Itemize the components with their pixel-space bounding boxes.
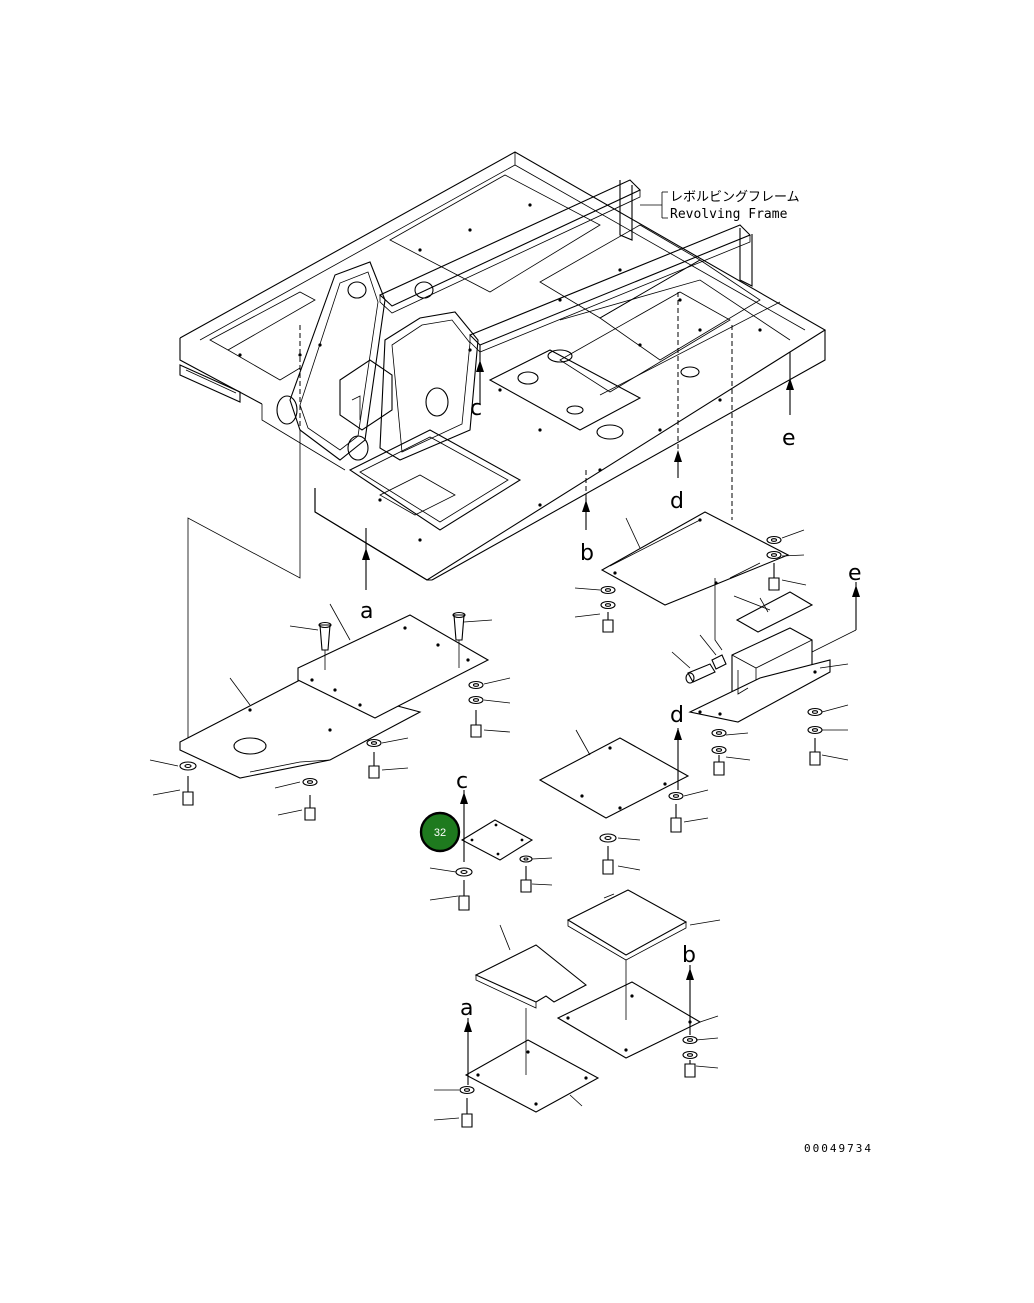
- washer-bolt-set: [429, 855, 553, 911]
- frame-arrow-e: [786, 352, 794, 415]
- frame-label-japanese: レボルビングフレーム: [670, 190, 800, 205]
- parts-letter-e: e: [848, 561, 862, 586]
- frame-arrow-a: [362, 528, 370, 590]
- parts-letter-d: d: [670, 703, 684, 728]
- frame-label: レボルビングフレーム Revolving Frame: [640, 190, 800, 222]
- parts-letter-c: c: [456, 769, 468, 794]
- stud-pin-right: [452, 611, 466, 668]
- washer-bolt-set: [179, 680, 484, 821]
- frame-label-english: Revolving Frame: [670, 207, 788, 222]
- washer-bolt-set: [711, 663, 849, 776]
- frame-letter-b: b: [580, 541, 594, 566]
- callout-badge-number: 32: [434, 827, 446, 839]
- washer-bolt-set: [433, 1015, 719, 1128]
- washer-bolt-set: [599, 789, 709, 875]
- frame-arrow-d: [674, 450, 682, 478]
- middle-right-plate-group: d: [538, 703, 709, 875]
- frame-arrow-c: [476, 345, 484, 405]
- frame-letter-e: e: [782, 426, 796, 451]
- right-upper-cover-group: e: [574, 511, 862, 776]
- lower-letter-b: b: [682, 943, 696, 968]
- stud-pin-left: [318, 621, 332, 670]
- frame-arrow-b: [582, 498, 590, 530]
- lower-cover-group: b a: [433, 889, 721, 1128]
- drawing-number: 00049734: [804, 1142, 873, 1155]
- small-plate-group: c: [429, 769, 553, 911]
- washer-bolt-set: [574, 529, 807, 633]
- frame-connection-arrows: a b c d e: [360, 345, 796, 624]
- revolving-frame: [179, 151, 827, 581]
- callout-badge-32[interactable]: 32: [419, 811, 461, 853]
- left-cover-group: [149, 430, 511, 821]
- frame-letter-d: d: [670, 489, 684, 514]
- bolt-leaders: [149, 677, 511, 816]
- lower-letter-a: a: [460, 996, 473, 1021]
- frame-letter-a: a: [360, 599, 373, 624]
- frame-letter-c: c: [470, 396, 482, 421]
